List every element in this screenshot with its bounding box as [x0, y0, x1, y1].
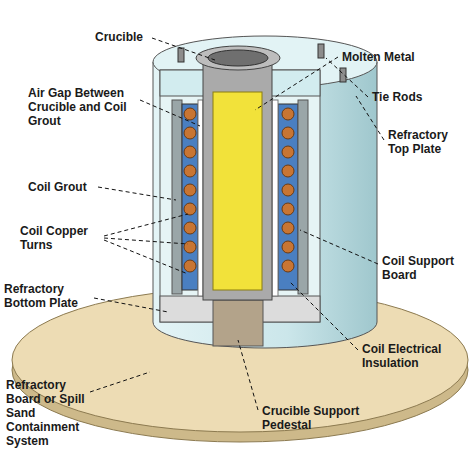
copper-turn: [184, 108, 196, 120]
copper-turn: [282, 165, 294, 177]
copper-turn: [282, 203, 294, 215]
tie-rod: [318, 44, 324, 58]
part-label: Air Gap Between Crucible and Coil Grout: [28, 86, 136, 128]
leader-line: [238, 340, 258, 410]
crucible-rim: [196, 46, 280, 70]
copper-turn: [184, 222, 196, 234]
tie-rod: [340, 68, 346, 82]
air-gap: [272, 100, 278, 296]
tie-rod: [178, 48, 184, 62]
part-label: Crucible: [95, 30, 143, 44]
part-label: Refractory Top Plate: [388, 128, 468, 156]
base-disk: [12, 288, 468, 432]
coil-insulation: [182, 104, 198, 290]
coil-grout: [298, 100, 308, 294]
part-label: Coil Electrical Insulation: [362, 342, 462, 370]
leader-line: [104, 238, 188, 244]
copper-turn: [184, 184, 196, 196]
coil-grout: [172, 100, 182, 294]
copper-turn: [184, 165, 196, 177]
part-label: Refractory Bottom Plate: [4, 282, 94, 310]
copper-turn: [282, 184, 294, 196]
air-gap: [198, 100, 203, 296]
copper-turn: [282, 260, 294, 272]
leader-line: [255, 57, 338, 110]
part-label: Tie Rods: [372, 90, 422, 104]
part-label: Refractory Board or Spill Sand Containme…: [6, 378, 88, 448]
copper-turn: [282, 222, 294, 234]
leader-line: [94, 298, 168, 312]
leader-line: [98, 187, 176, 200]
part-label: Coil Support Board: [382, 254, 468, 282]
leader-line: [300, 230, 378, 264]
copper-turn: [184, 127, 196, 139]
crucible-wall: [203, 58, 272, 300]
copper-turn: [184, 260, 196, 272]
copper-turn: [282, 127, 294, 139]
part-label: Crucible Support Pedestal: [262, 404, 374, 432]
crucible-opening: [208, 50, 268, 66]
coil-insulation: [278, 104, 298, 290]
copper-turn: [282, 241, 294, 253]
copper-turn: [184, 241, 196, 253]
leader-line: [90, 372, 150, 392]
part-label: Coil Copper Turns: [20, 224, 102, 252]
section-face: [160, 70, 320, 322]
leader-lines: [90, 38, 384, 410]
leader-line: [290, 282, 358, 350]
copper-turns: [184, 108, 294, 272]
part-label: Coil Grout: [28, 180, 87, 194]
copper-turn: [282, 146, 294, 158]
leader-line: [104, 214, 188, 236]
support-pedestal: [213, 300, 263, 346]
copper-turn: [184, 203, 196, 215]
leader-line: [152, 38, 215, 60]
cutaway-section: [160, 58, 320, 346]
leader-line: [140, 100, 200, 126]
leader-line: [104, 240, 188, 274]
copper-turn: [184, 146, 196, 158]
molten-metal: [213, 92, 262, 290]
part-label: Molten Metal: [342, 50, 415, 64]
copper-turn: [282, 108, 294, 120]
